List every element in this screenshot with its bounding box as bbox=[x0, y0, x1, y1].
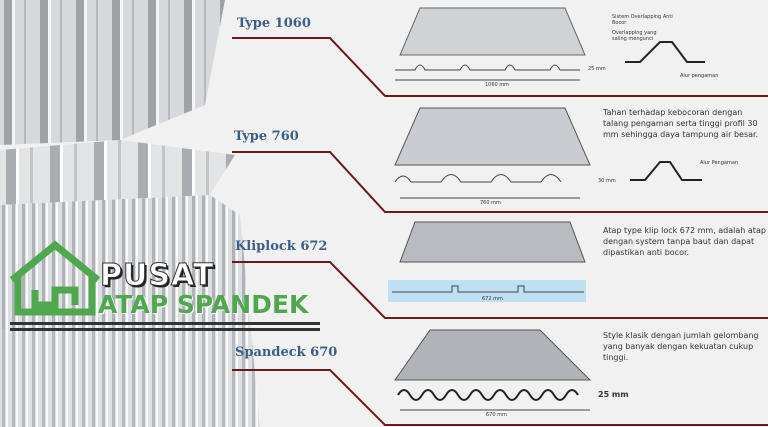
dim-1060-height: 25 mm bbox=[588, 66, 606, 72]
annotation-system: Sistem Overlapping Anti Bocor bbox=[612, 14, 673, 26]
sheet-kliplock-672 bbox=[0, 195, 250, 330]
dim-kliplock-width: 672 mm bbox=[482, 296, 503, 302]
label-spandeck-670: Spandeck 670 bbox=[235, 345, 338, 360]
dim-1060-width: 1060 mm bbox=[485, 82, 510, 88]
sheet-type-760 bbox=[0, 140, 235, 205]
label-type-1060: Type 1060 bbox=[237, 16, 311, 31]
annotation-groove-1060: Alur pengaman bbox=[680, 73, 719, 79]
annotation-overlap: Overlapping yang saling mengunci bbox=[612, 30, 657, 42]
connector-lines bbox=[232, 37, 768, 426]
dim-spandeck-height: 25 mm bbox=[598, 390, 629, 399]
logo-text-line2: ATAP SPANDEK bbox=[98, 290, 309, 319]
overlap-profile-760 bbox=[630, 161, 702, 181]
description-spandeck: Style klasik dengan jumlah gelombang yan… bbox=[603, 331, 759, 362]
description-type-760: Tahan terhadap kebocoran dengan talang p… bbox=[603, 108, 759, 139]
dim-760-height: 30 mm bbox=[598, 178, 616, 184]
logo-underline bbox=[10, 322, 320, 325]
annotation-groove-760: Alur Pengaman bbox=[700, 160, 739, 166]
sheet-1060-drawing bbox=[395, 7, 586, 81]
overlap-profile-1060 bbox=[625, 41, 705, 63]
label-type-760: Type 760 bbox=[234, 129, 299, 144]
description-kliplock: Atap type klip lock 672 mm, adalah atap … bbox=[603, 226, 766, 257]
sheet-kliplock-drawing bbox=[388, 221, 586, 302]
sheet-760-drawing bbox=[394, 107, 591, 199]
dim-spandeck-width: 670 mm bbox=[486, 412, 507, 418]
dim-760-width: 760 mm bbox=[480, 200, 501, 206]
logo-house-icon bbox=[9, 240, 101, 316]
sheet-spandeck-670 bbox=[0, 320, 260, 427]
sheet-spandeck-drawing bbox=[394, 329, 592, 411]
sheet-type-1060 bbox=[0, 0, 225, 145]
logo-text-line1: PUSAT bbox=[99, 258, 215, 294]
label-kliplock-672: Kliplock 672 bbox=[235, 239, 328, 254]
